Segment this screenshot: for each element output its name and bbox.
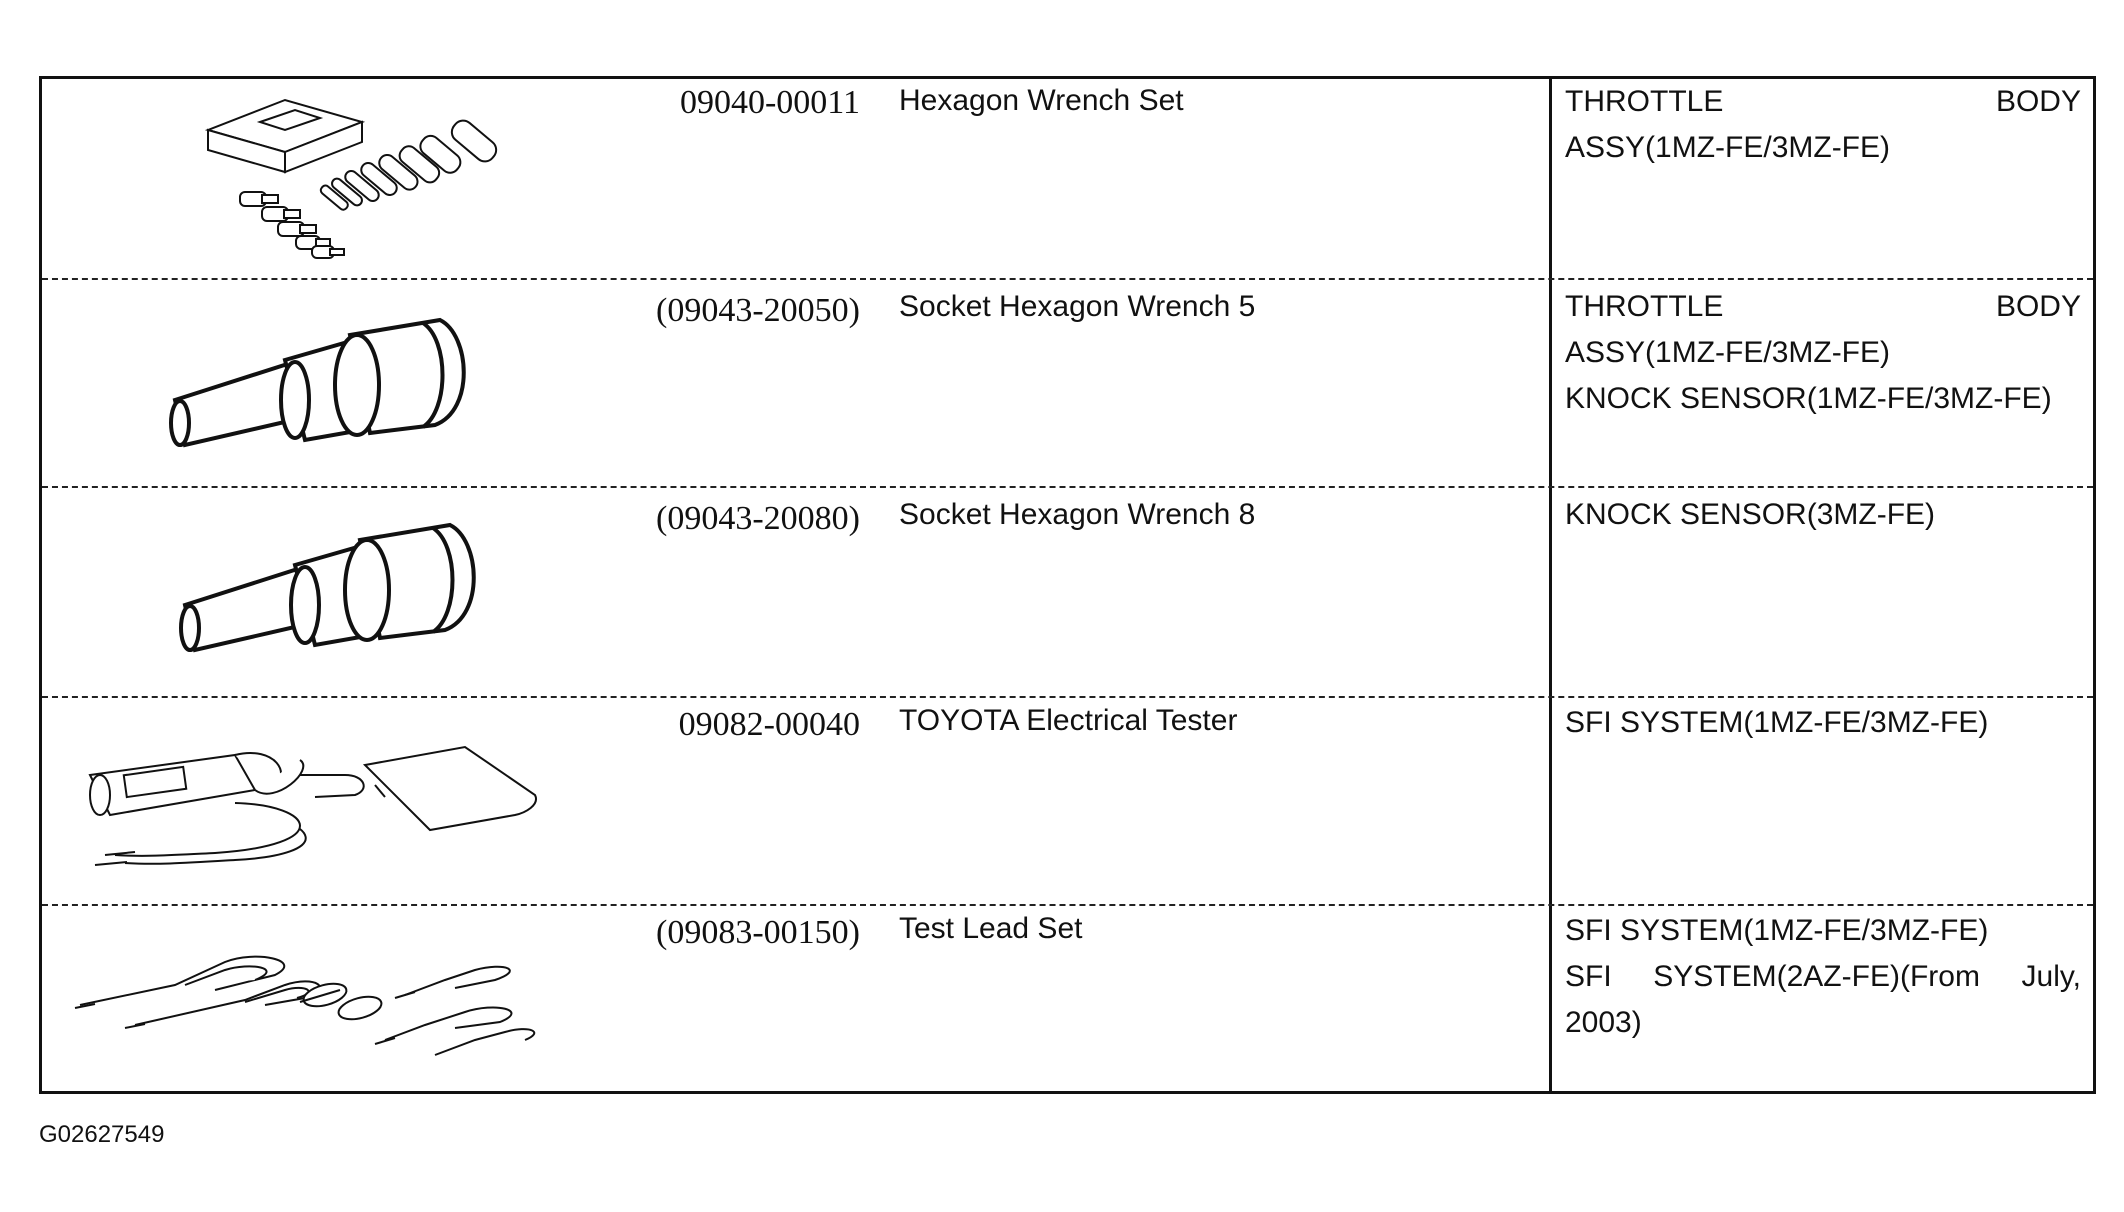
row-divider — [42, 278, 2093, 280]
usage-line: KNOCK SENSOR(1MZ-FE/3MZ-FE) — [1565, 382, 2052, 415]
usage-cell: SFI SYSTEM(1MZ-FE/3MZ-FE) SFI SYSTEM(2AZ… — [1565, 908, 2081, 1046]
usage-line: SFI SYSTEM(1MZ-FE/3MZ-FE) — [1565, 706, 1989, 739]
tool-name: Socket Hexagon Wrench 8 — [899, 498, 1256, 531]
usage-line: KNOCK SENSOR(3MZ-FE) — [1565, 498, 1936, 531]
part-number: (09043-20080) — [656, 500, 860, 537]
tool-name: TOYOTA Electrical Tester — [899, 704, 1238, 737]
usage-cell: THROTTLE BODY ASSY(1MZ-FE/3MZ-FE) — [1565, 79, 2081, 171]
part-number: 09040-00011 — [679, 84, 860, 121]
usage-cell: THROTTLE BODY ASSY(1MZ-FE/3MZ-FE) KNOCK … — [1565, 284, 2081, 422]
row-divider — [42, 904, 2093, 906]
usage-line: THROTTLE BODY — [1565, 85, 2081, 118]
usage-cell: KNOCK SENSOR(3MZ-FE) — [1565, 492, 2081, 538]
usage-line: 2003) — [1565, 1006, 1642, 1039]
part-number: 09082-00040 — [678, 706, 860, 743]
tool-table — [39, 76, 2096, 1094]
test-lead-set-icon — [74, 955, 536, 1056]
usage-line: ASSY(1MZ-FE/3MZ-FE) — [1565, 131, 1891, 164]
socket-hexagon-wrench-icon — [179, 522, 476, 653]
usage-line: SFI SYSTEM(1MZ-FE/3MZ-FE) — [1565, 914, 1989, 947]
figure-code: G02627549 — [39, 1121, 165, 1148]
usage-line: THROTTLE BODY — [1565, 290, 2081, 323]
tool-name: Socket Hexagon Wrench 5 — [899, 290, 1256, 323]
part-number: (09043-20050) — [656, 292, 860, 329]
tool-name: Hexagon Wrench Set — [899, 84, 1184, 117]
tool-name: Test Lead Set — [899, 912, 1083, 945]
usage-cell: SFI SYSTEM(1MZ-FE/3MZ-FE) — [1565, 700, 2081, 746]
usage-line: SFI SYSTEM(2AZ-FE)(From July, — [1565, 960, 2081, 993]
hexagon-wrench-set-icon — [204, 98, 498, 259]
socket-hexagon-wrench-icon — [169, 317, 466, 448]
column-divider — [1549, 76, 1552, 1094]
usage-line: ASSY(1MZ-FE/3MZ-FE) — [1565, 336, 1891, 369]
row-divider — [42, 486, 2093, 488]
electrical-tester-icon — [88, 745, 537, 866]
row-divider — [42, 696, 2093, 698]
part-number: (09083-00150) — [656, 914, 860, 951]
